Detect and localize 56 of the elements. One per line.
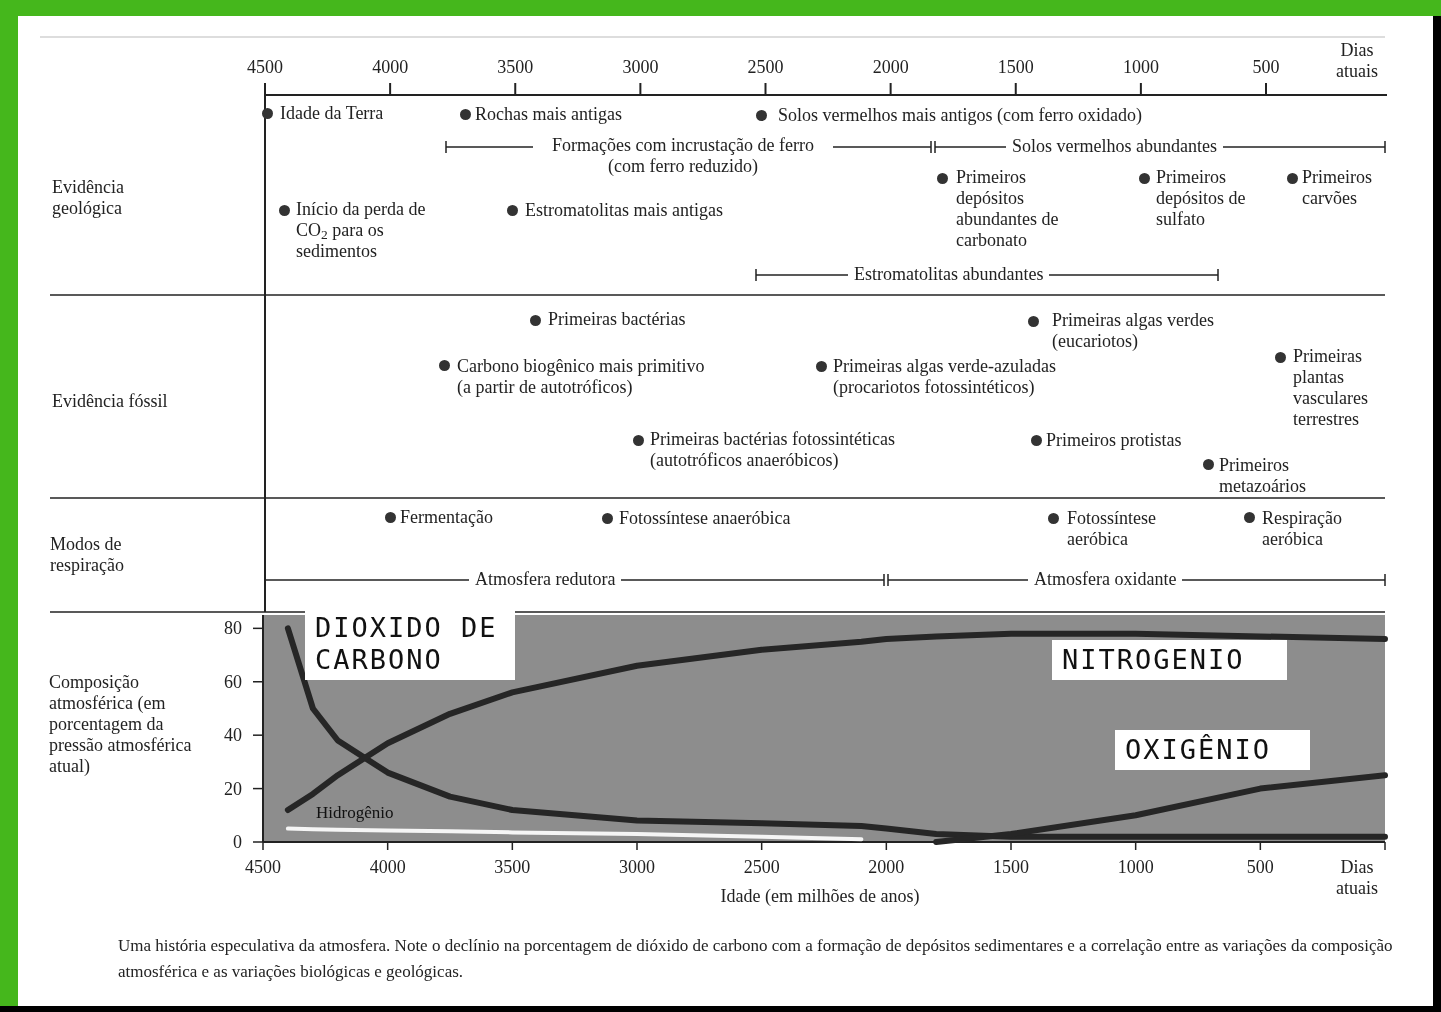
- x-tick-label: Dias atuais: [1335, 857, 1379, 899]
- event-label: Primeiras algas verde-azuladas (procariotos fotossintéticos): [833, 356, 1057, 398]
- axis-tick-label: 2500: [746, 57, 785, 78]
- axis-tick-label: 1500: [996, 57, 1035, 78]
- event-label: Fotossíntese anaeróbica: [619, 508, 791, 529]
- event-label: Primeiras bactérias: [548, 309, 686, 330]
- event-label: Primeiros depósitos de sulfato: [1156, 167, 1247, 230]
- section-label: Evidência fóssil: [52, 391, 168, 412]
- event-label: Fotossíntese aeróbica: [1067, 508, 1157, 550]
- y-tick-label: 80: [223, 618, 242, 639]
- axis-tick-label: 3000: [621, 57, 660, 78]
- y-axis-title: Composição atmosférica (em porcentagem da pressão atmosférica atual): [49, 672, 193, 777]
- x-tick-label: 4000: [368, 857, 407, 878]
- event-label: Solos vermelhos mais antigos (com ferro oxidado): [778, 105, 1142, 126]
- series-label: NITROGENIO: [1052, 640, 1287, 680]
- event-label: Primeiros carvões: [1302, 167, 1373, 209]
- x-tick-label: 1500: [992, 857, 1030, 878]
- event-label: Primeiras bactérias fotossintéticas (autotróficos anaeróbicos): [650, 429, 896, 471]
- range-label: Formações com incrustação de ferro (com ferro reduzido): [533, 135, 833, 177]
- axis-tick-label: 4500: [246, 57, 284, 78]
- x-tick-label: 1000: [1116, 857, 1155, 878]
- series-label: OXIGÊNIO: [1115, 730, 1310, 770]
- figure-caption: Uma história especulativa da atmosfera. Note o declínio na porcentagem de dióxido de carbono com a formação de depósitos sedimentares e a correlação entre as variações da composição atmosférica e as variações biológicas e geológicas.: [118, 935, 1394, 983]
- series-label: DIOXIDO DE CARBONO: [305, 608, 515, 680]
- event-label: Rochas mais antigas: [475, 104, 622, 125]
- y-tick-label: 60: [223, 671, 242, 692]
- axis-tick-label: 500: [1251, 57, 1281, 78]
- x-tick-label: 2000: [867, 857, 906, 878]
- event-label: Primeiros protistas: [1046, 430, 1182, 451]
- x-tick-label: 3000: [618, 857, 656, 878]
- x-tick-label: 2500: [742, 857, 781, 878]
- event-label: Primeiros depósitos abundantes de carbonato: [956, 167, 1060, 251]
- series-label: Hidrogênio: [316, 803, 394, 823]
- event-label: Idade da Terra: [280, 103, 384, 124]
- x-tick-label: 4500: [244, 857, 282, 878]
- axis-end-label: Dias atuais: [1335, 40, 1379, 82]
- x-tick-label: 3500: [493, 857, 532, 878]
- event-label: Primeiras plantas vasculares terrestres: [1293, 346, 1369, 430]
- axis-tick-label: 1000: [1121, 57, 1160, 78]
- event-label: Primeiros metazoários: [1219, 455, 1307, 497]
- x-tick-label: 500: [1245, 857, 1275, 878]
- y-tick-label: 0: [232, 832, 242, 852]
- event-label: Fermentação: [400, 507, 493, 528]
- section-label: Evidência geológica: [52, 177, 125, 219]
- event-label: Primeiras algas verdes (eucariotos): [1052, 310, 1215, 352]
- section-label: Modos de respiração: [50, 534, 125, 576]
- y-tick-label: 40: [223, 725, 242, 746]
- axis-tick-label: 2000: [871, 57, 910, 78]
- event-label: Respiração aeróbica: [1262, 508, 1343, 550]
- event-label: Carbono biogênico mais primitivo (a partir de autotróficos): [457, 356, 706, 398]
- event-label: Estromatolitas mais antigas: [525, 200, 723, 221]
- axis-tick-label: 4000: [371, 57, 410, 78]
- x-axis-title: Idade (em milhões de anos): [719, 886, 921, 907]
- event-label: Início da perda de CO$_{2}$ para os sedimentos: [296, 199, 427, 262]
- axis-tick-label: 3500: [496, 57, 535, 78]
- y-tick-label: 20: [223, 778, 242, 799]
